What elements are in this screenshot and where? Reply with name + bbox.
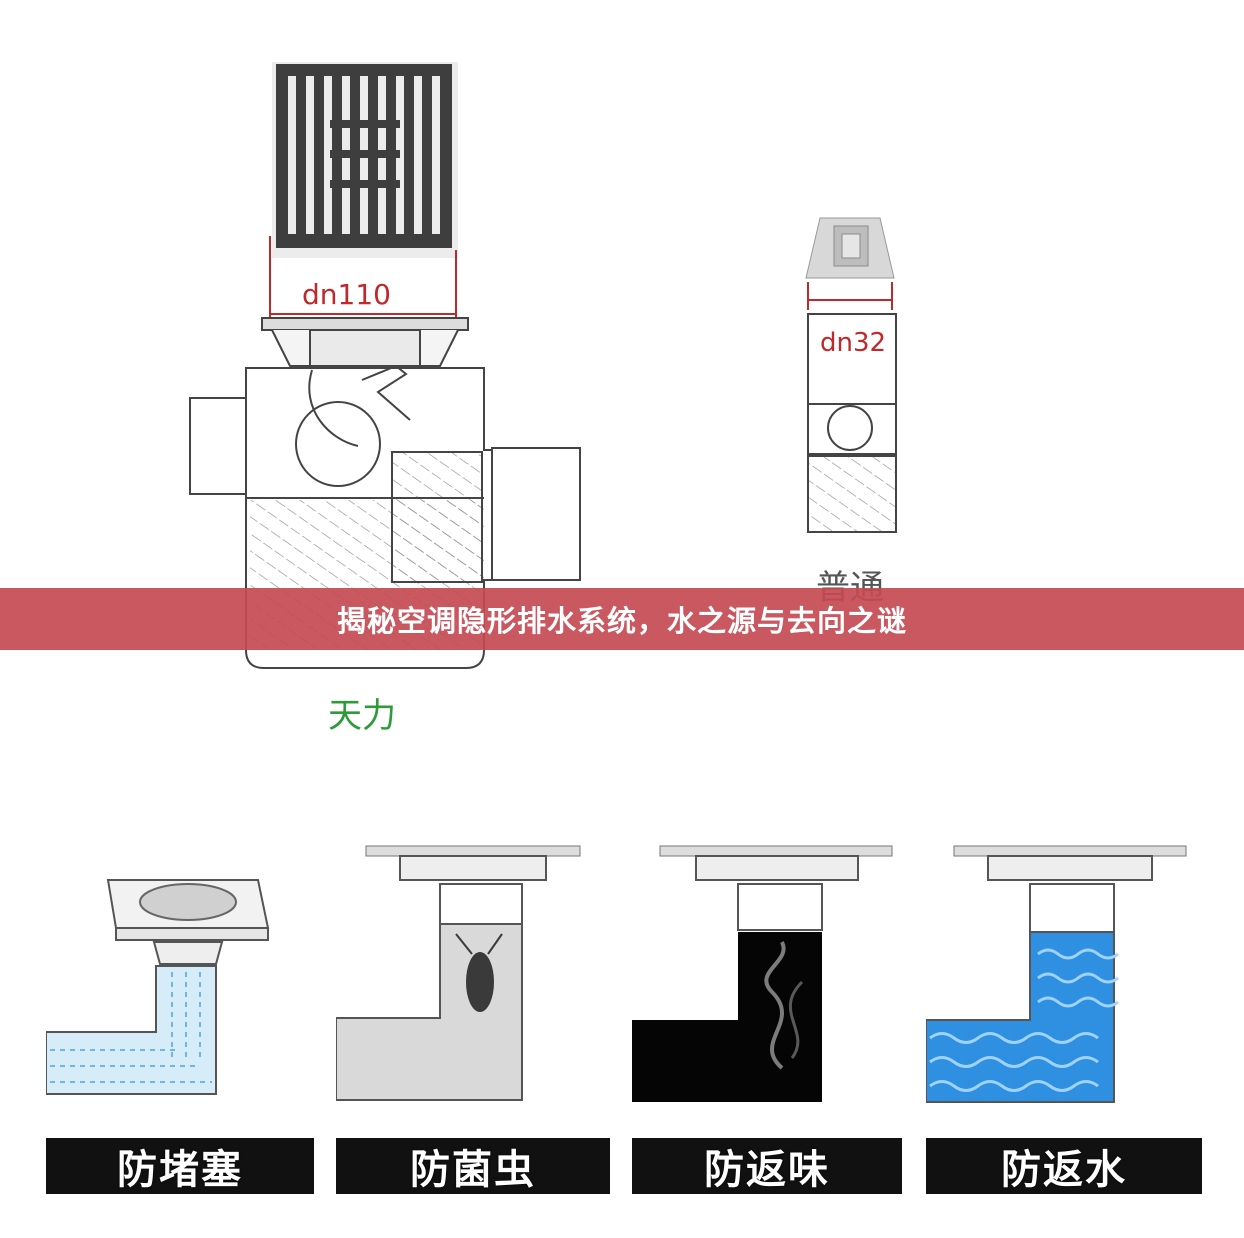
clog-prevention-icon: [45, 879, 270, 1095]
feature-caption-bar: 防堵塞: [46, 1138, 314, 1194]
feature-caption-bar: 防菌虫: [336, 1138, 610, 1194]
feature-panel-backflow: 防返水: [925, 832, 1202, 1194]
dimension-marker-dn110: [269, 236, 457, 318]
feature-caption: 防返味: [704, 1147, 830, 1193]
insect-prevention-icon: [335, 845, 581, 1101]
feature-caption: 防堵塞: [117, 1147, 243, 1193]
feature-caption: 防菌虫: [410, 1147, 536, 1193]
drain-grate-icon: [272, 62, 458, 258]
small-drain-grate-icon: [805, 217, 895, 279]
odor-prevention-icon: [632, 845, 893, 1102]
feature-panel-odor: 防返味: [632, 832, 902, 1194]
feature-caption-bar: 防返水: [926, 1138, 1202, 1194]
feature-caption: 防返水: [1001, 1147, 1127, 1193]
feature-caption-bar: 防返味: [632, 1138, 902, 1194]
dimension-marker-dn32: [807, 282, 893, 310]
backflow-prevention-icon: [925, 845, 1187, 1103]
ordinary-drain-body: [807, 313, 897, 533]
page-title: 揭秘空调隐形排水系统，水之源与去向之谜: [336, 604, 907, 638]
feature-panel-clog: 防堵塞: [45, 832, 314, 1194]
feature-panel-insect: 防菌虫: [335, 832, 610, 1194]
title-banner: 揭秘空调隐形排水系统，水之源与去向之谜: [0, 588, 1244, 650]
dimension-label-dn32: dn32: [820, 328, 887, 358]
dimension-label-dn110: dn110: [302, 278, 391, 311]
tianli-product-label: 天力: [328, 696, 396, 736]
